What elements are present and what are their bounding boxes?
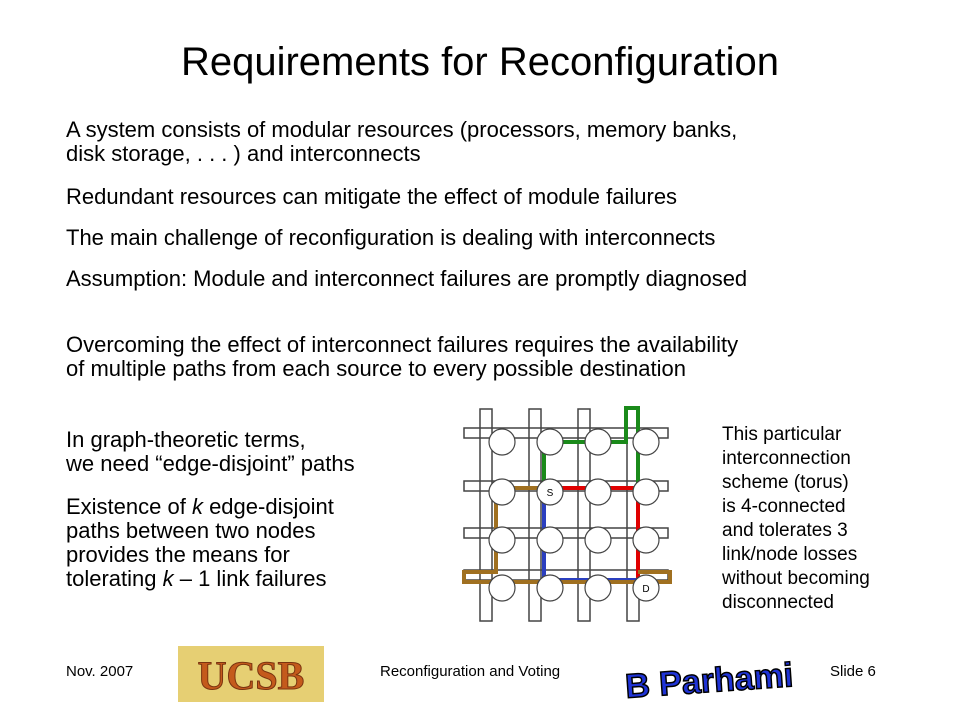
paragraph-line: provides the means for (66, 542, 290, 567)
node (536, 574, 564, 602)
node (632, 526, 660, 554)
node (488, 574, 516, 602)
footer-date: Nov. 2007 (66, 663, 134, 680)
node (632, 428, 660, 456)
paragraph-overcoming: Overcoming the effect of interconnect fa… (66, 333, 906, 381)
node (536, 428, 564, 456)
paragraph-line: The main challenge of reconfiguration is… (66, 225, 716, 250)
node (488, 526, 516, 554)
source-label: S (547, 488, 554, 499)
destination-node (632, 574, 660, 602)
paragraph-line: Existence of k edge-disjoint (66, 494, 334, 519)
node (584, 428, 612, 456)
footer-title: Reconfiguration and Voting (380, 663, 561, 680)
node (584, 574, 612, 602)
paragraph-redundant: Redundant resources can mitigate the eff… (66, 185, 906, 209)
node (584, 478, 612, 506)
paragraph-challenge: The main challenge of reconfiguration is… (66, 226, 906, 250)
paragraph-line: disk storage, . . . ) and interconnects (66, 141, 421, 166)
paragraph-line: Assumption: Module and interconnect fail… (66, 266, 748, 291)
note-line: without becoming (722, 568, 870, 589)
torus-nodes: S D (488, 428, 660, 602)
paragraph-line: of multiple paths from each source to ev… (66, 356, 686, 381)
node (632, 478, 660, 506)
paragraph-line: Overcoming the effect of interconnect fa… (66, 332, 739, 357)
paragraph-graph-theoretic: In graph-theoretic terms, we need “edge-… (66, 428, 436, 476)
node (488, 478, 516, 506)
variable-k: k (191, 494, 203, 519)
footer-slide-number: Slide 6 (830, 663, 876, 680)
paragraph-assumption: Assumption: Module and interconnect fail… (66, 267, 906, 291)
parhami-logo-text: B Parhami (624, 656, 794, 704)
paragraph-system: A system consists of modular resources (… (66, 118, 906, 166)
source-node (536, 478, 564, 506)
destination-label: D (642, 584, 649, 595)
note-line: disconnected (722, 592, 834, 613)
paragraph-line: A system consists of modular resources (… (66, 117, 738, 142)
note-line: link/node losses (722, 544, 858, 565)
paragraph-line: we need “edge-disjoint” paths (66, 451, 355, 476)
note-line: scheme (torus) (722, 472, 849, 493)
torus-side-note: This particular interconnection scheme (… (722, 423, 952, 615)
parhami-logo: B Parhami (624, 655, 794, 704)
note-line: and tolerates 3 (722, 520, 848, 541)
paragraph-line: In graph-theoretic terms, (66, 427, 306, 452)
note-line: This particular (722, 424, 842, 445)
node (584, 526, 612, 554)
note-line: is 4-connected (722, 496, 846, 517)
paragraph-edge-disjoint: Existence of k edge-disjoint paths betwe… (66, 495, 436, 591)
ucsb-logo: UCSB (178, 646, 324, 702)
slide-title: Requirements for Reconfiguration (180, 40, 780, 84)
torus-diagram: S D (462, 406, 672, 622)
node (488, 428, 516, 456)
ucsb-logo-text: UCSB (198, 653, 305, 698)
node (536, 526, 564, 554)
paragraph-line: tolerating k – 1 link failures (66, 566, 327, 591)
variable-k: k (162, 566, 174, 591)
paragraph-line: Redundant resources can mitigate the eff… (66, 184, 678, 209)
note-line: interconnection (722, 448, 851, 469)
paragraph-line: paths between two nodes (66, 518, 316, 543)
